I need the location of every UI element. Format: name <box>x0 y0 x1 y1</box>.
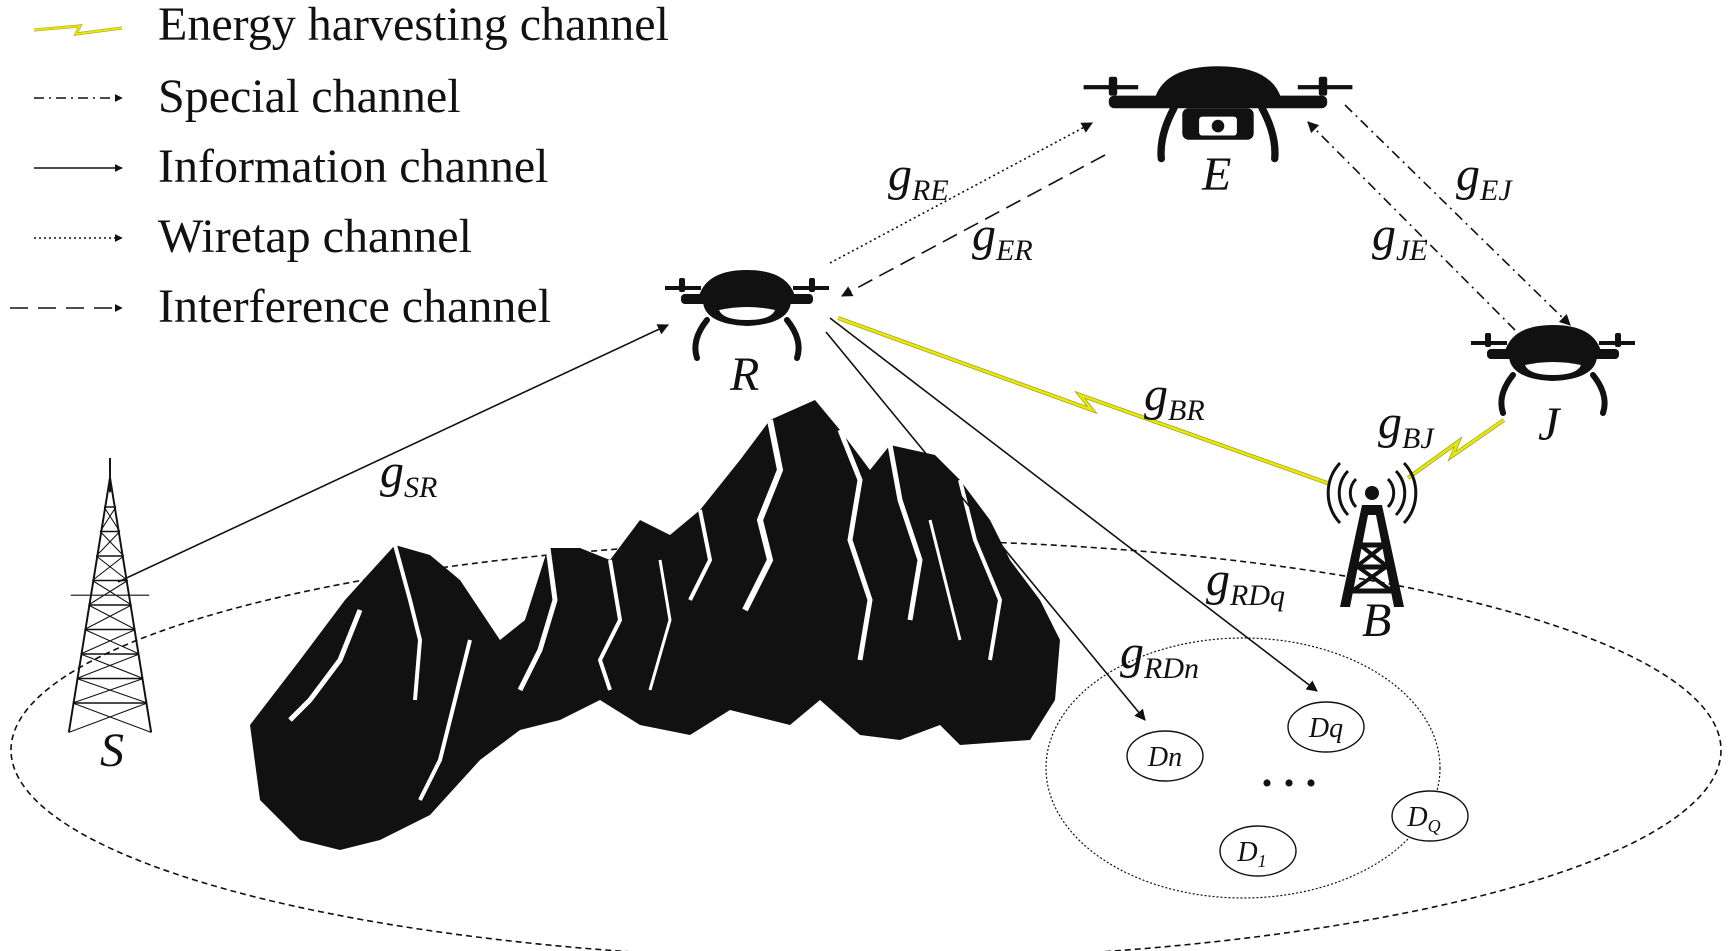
legend-label-information: Information channel <box>158 140 549 193</box>
channel-rdn-line <box>825 331 1146 721</box>
legend-special: Special channel <box>34 70 461 123</box>
channel-label-grdn: gRDn <box>1120 626 1199 685</box>
base-station-icon <box>1326 461 1418 607</box>
channel-je-line <box>1307 121 1516 331</box>
channel-label-gbj: gBJ <box>1378 396 1435 455</box>
legend-information: Information channel <box>34 140 549 193</box>
legend-label-special: Special channel <box>158 70 461 123</box>
node-label-r: R <box>729 348 759 401</box>
channel-bj-energy <box>1406 418 1506 480</box>
node-label-s: S <box>100 724 124 777</box>
channel-label-gsr: gSR <box>380 445 437 504</box>
device-label-dq: Dq <box>1308 713 1343 744</box>
channel-label-gej: gEJ <box>1456 148 1513 207</box>
legend-label-interference: Interference channel <box>158 280 551 333</box>
channel-ej-line <box>1344 104 1571 326</box>
node-label-e: E <box>1201 148 1231 201</box>
channel-label-ger: gER <box>972 208 1033 267</box>
channel-re-line <box>829 122 1093 264</box>
legend-wiretap: Wiretap channel <box>34 210 472 263</box>
channel-label-grdq: gRDq <box>1206 553 1285 612</box>
device-d1: D1 <box>1219 825 1297 877</box>
node-label-j: J <box>1538 398 1562 451</box>
user-cluster-area <box>1045 637 1441 899</box>
device-label-d1: D1 <box>1236 837 1266 871</box>
transmission-tower-icon <box>67 457 153 734</box>
legend: Energy harvesting channel Special channe… <box>10 0 669 333</box>
mountain-icon <box>250 400 1060 850</box>
device-dq-last: DQ <box>1391 790 1469 842</box>
channel-label-gbr: gBR <box>1144 368 1205 427</box>
channel-br-energy <box>837 316 1331 486</box>
channel-label-gje: gJE <box>1372 208 1428 267</box>
legend-interference: Interference channel <box>10 280 551 333</box>
device-dn: Dn <box>1126 730 1204 782</box>
legend-label-wiretap: Wiretap channel <box>158 210 472 263</box>
legend-energy-harvesting: Energy harvesting channel <box>33 0 669 51</box>
channel-rdq-line <box>829 317 1318 692</box>
channel-sr-line <box>117 324 670 583</box>
device-ellipsis: • • • <box>1262 767 1319 800</box>
channel-er-line <box>841 154 1106 297</box>
device-dq: Dq <box>1287 701 1365 753</box>
node-label-b: B <box>1362 594 1391 647</box>
legend-label-energy: Energy harvesting channel <box>158 0 669 51</box>
camera-drone-icon <box>1083 66 1353 163</box>
device-label-dq-last: DQ <box>1406 802 1440 836</box>
drone-icon <box>665 270 829 358</box>
channel-label-gre: gRE <box>888 148 949 207</box>
device-label-dn: Dn <box>1147 742 1182 773</box>
